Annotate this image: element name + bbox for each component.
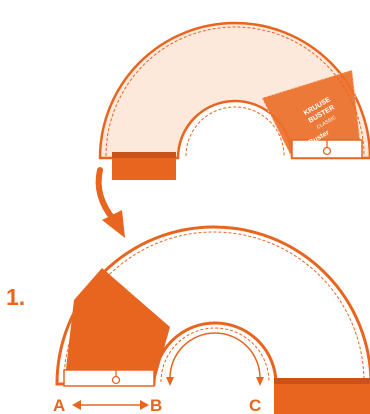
point-b-label: B (150, 396, 163, 414)
bottom-collar-strip (63, 369, 155, 387)
bottom-collar-orange-wedge (64, 268, 170, 386)
top-collar-stitch (105, 26, 365, 157)
point-a-label: A (53, 396, 66, 414)
top-collar: KRUUSE BUSTER CLASSIC Buster (98, 21, 370, 180)
fold-arrow-icon (95, 167, 125, 238)
b-c-curved-arrow (169, 332, 261, 379)
bottom-collar-stitch (63, 231, 365, 383)
bottom-collar (55, 225, 370, 414)
step-number: 1. (6, 284, 26, 310)
point-c-label: C (249, 396, 262, 414)
top-keyhole-icon (322, 146, 332, 156)
bottom-keyhole-icon (111, 375, 121, 385)
top-collar-print-panel (262, 70, 362, 158)
